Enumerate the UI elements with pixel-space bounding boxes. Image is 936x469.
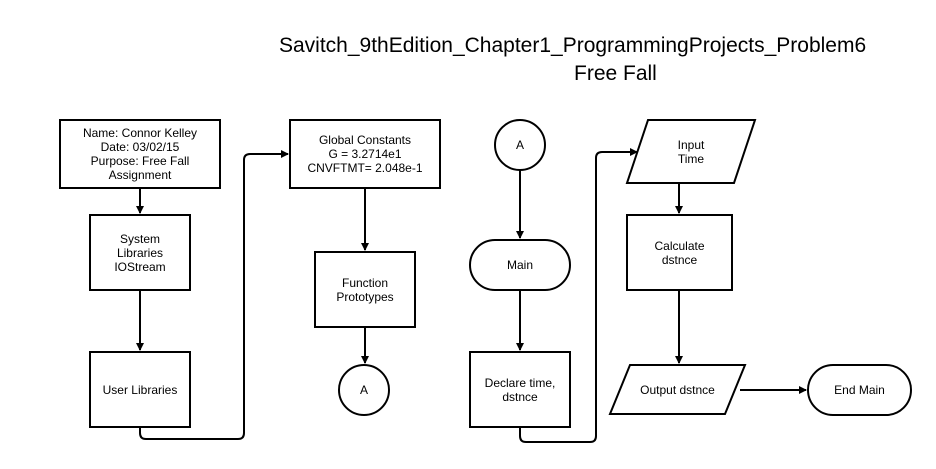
main-label: Main [506, 258, 533, 272]
system-libraries-label: System Libraries IOStream [114, 231, 166, 274]
header-label: Name: Connor Kelley Date: 03/02/15 Purpo… [82, 126, 198, 182]
arrow-user-to-globals [139, 150, 289, 440]
header-box[interactable] [59, 119, 221, 189]
system-libraries-box[interactable] [89, 214, 191, 291]
input-time-label: Input Time [677, 137, 705, 166]
diagram-title: Savitch_9thEdition_Chapter1_ProgrammingP… [279, 34, 867, 57]
declare-label: Declare time, dstnce [484, 375, 556, 404]
output-parallelogram[interactable] [608, 364, 747, 415]
arrow-declare-to-input [519, 148, 638, 443]
end-main-terminator[interactable] [807, 364, 912, 416]
calculate-label: Calculate dstnce [654, 238, 705, 267]
global-constants-box[interactable] [289, 119, 441, 189]
user-libraries-label: User Libraries [102, 382, 178, 397]
calculate-box[interactable] [626, 214, 733, 291]
end-main-label: End Main [834, 383, 885, 397]
global-constants-label: Global Constants G = 3.2714e1 CNVFTMT= 2… [307, 133, 423, 175]
input-time-parallelogram[interactable] [625, 119, 757, 184]
connector-a-bottom[interactable] [338, 364, 390, 416]
connector-a-bottom-label: A [359, 383, 368, 397]
output-label: Output dstnce [640, 382, 715, 397]
connector-a-top-label: A [515, 138, 524, 152]
function-prototypes-label: Function Prototypes [336, 275, 394, 304]
diagram-subtitle: Free Fall [574, 62, 657, 85]
